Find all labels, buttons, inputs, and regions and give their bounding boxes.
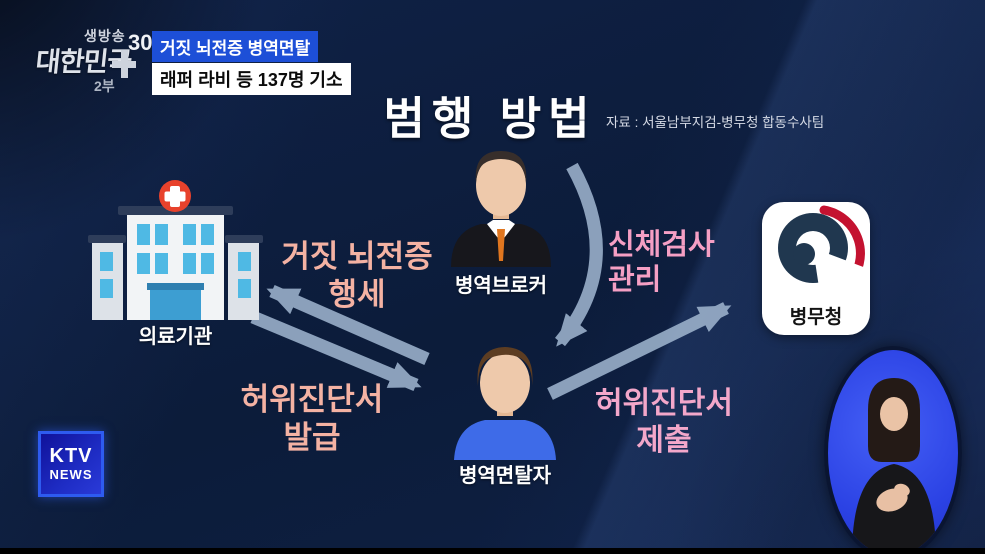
headline-top: 거짓 뇌전증 병역면탈	[152, 31, 319, 62]
headline-banner: 거짓 뇌전증 병역면탈 래퍼 라비 등 137명 기소	[152, 31, 351, 95]
edge-label-false-certificate-issue: 허위진단서 발급	[198, 381, 426, 457]
edge-label-false-certificate-submit-line1: 허위진단서	[595, 387, 733, 420]
letterbox-bar	[0, 548, 985, 554]
broker-label: 병역브로커	[455, 275, 547, 297]
edge-label-exam-management-line1: 신체검사	[608, 229, 715, 261]
edge-label-fake-epilepsy: 거짓 뇌전증 행세	[238, 238, 476, 314]
evader-label: 병역면탈자	[459, 465, 551, 487]
broadcaster-logo: KTV NEWS	[38, 431, 104, 497]
edge-label-fake-epilepsy-line2: 행세	[328, 276, 386, 312]
broadcaster-logo-line1: KTV	[49, 445, 93, 467]
person-blue-shirt-icon	[454, 347, 556, 460]
edge-label-fake-epilepsy-line1: 거짓 뇌전증	[281, 239, 433, 274]
program-logo-number: 30	[128, 30, 153, 55]
sign-language-interpreter	[824, 346, 962, 554]
broadcaster-logo-line2: NEWS	[49, 467, 93, 482]
person-suit-icon	[451, 151, 551, 267]
edge-label-false-certificate-submit-line2: 제출	[636, 423, 692, 457]
page-title: 범행 방법	[383, 93, 597, 144]
program-logo: 생방송 대한민국 30 2부	[34, 24, 166, 100]
source-credit: 자료 : 서울남부지검-병무청 합동수사팀	[606, 115, 825, 130]
hospital-building-icon	[88, 180, 263, 320]
program-logo-line1: 생방송	[84, 28, 126, 44]
mma-label: 병무청	[789, 307, 843, 328]
hospital-label: 의료기관	[138, 326, 213, 348]
edge-label-false-certificate-issue-line1: 허위진단서	[240, 382, 384, 417]
edge-label-false-certificate-submit: 허위진단서 제출	[552, 386, 776, 459]
mma-logo-card: 병무청	[762, 202, 870, 335]
edge-label-exam-management: 신체검사 관리	[608, 228, 758, 299]
interpreter-figure	[852, 378, 936, 554]
program-logo-part: 2부	[94, 78, 115, 94]
program-logo-plus-icon	[112, 50, 136, 78]
korea-government-emblem-icon	[778, 205, 866, 300]
edge-label-false-certificate-issue-line2: 발급	[283, 419, 341, 455]
edge-label-exam-management-line2: 관리	[608, 264, 662, 297]
headline-bottom: 래퍼 라비 등 137명 기소	[152, 63, 351, 95]
